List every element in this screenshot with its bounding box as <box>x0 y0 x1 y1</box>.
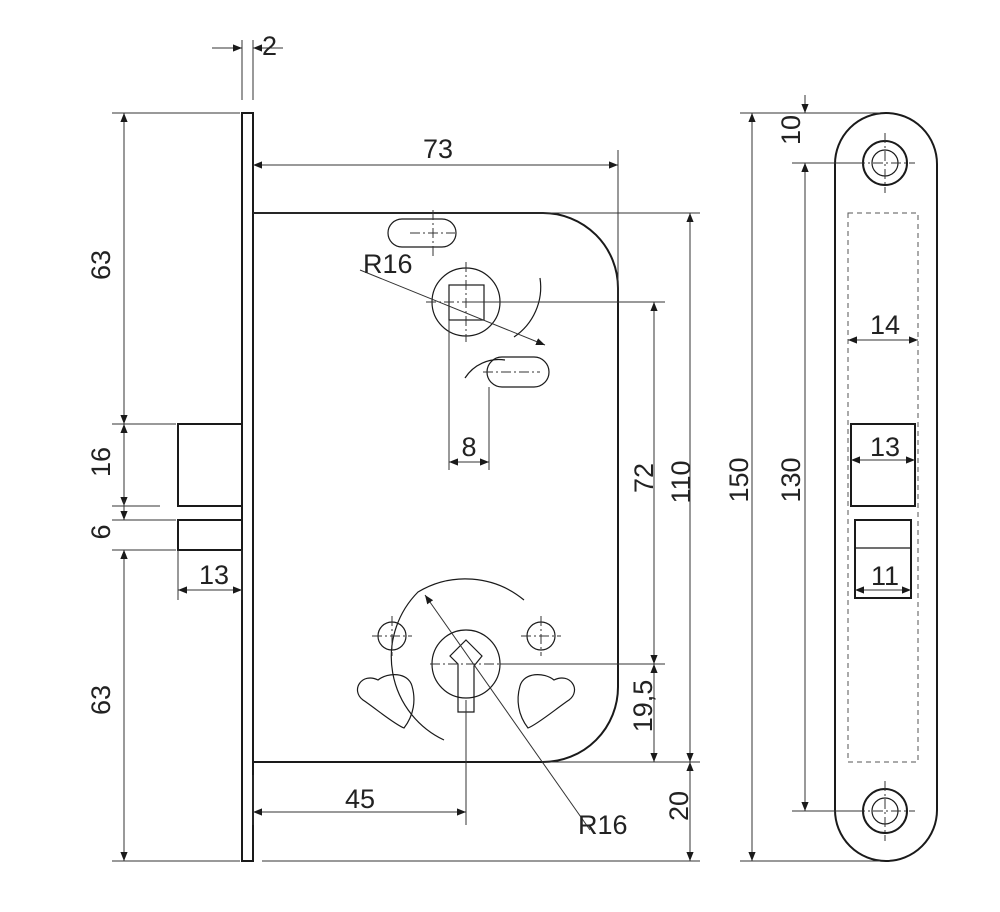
label-bottom-offset: 20 <box>664 791 694 821</box>
cutout-right <box>517 674 575 729</box>
label-cylinder-radius: R16 <box>578 810 628 840</box>
cylinder-rotation-arc <box>390 578 525 741</box>
faceplate-front-view <box>740 95 938 862</box>
leader-r16-top <box>359 269 546 346</box>
label-screw-spacing: 130 <box>776 457 806 502</box>
lock-body-view <box>112 40 700 862</box>
latch-slot-hidden <box>847 212 919 763</box>
spindle-rotation-arc <box>513 277 542 338</box>
label-screw-offset: 10 <box>776 115 806 145</box>
lock-case-outline <box>253 212 619 763</box>
upper-slot <box>387 218 457 248</box>
latch-bolt <box>177 423 243 507</box>
label-latch-slot-width: 14 <box>870 310 900 340</box>
label-deadbolt-width: 11 <box>871 561 899 591</box>
label-upper-height: 63 <box>86 250 116 280</box>
label-faceplate-length: 150 <box>724 457 754 502</box>
dead-bolt <box>177 519 243 551</box>
leader-r16-bottom <box>424 594 591 831</box>
label-latch-projection: 13 <box>199 560 229 590</box>
label-spindle-to-cylinder: 72 <box>629 463 659 493</box>
pin-arc <box>464 358 506 379</box>
faceplate-side <box>241 112 254 862</box>
bolt-opening <box>850 423 916 507</box>
label-cylinder-to-bottom: 19,5 <box>628 680 658 733</box>
deadbolt-opening <box>854 519 912 599</box>
faceplate-front <box>834 112 938 862</box>
label-bolt-width: 13 <box>870 432 900 462</box>
label-body-depth: 73 <box>423 134 453 164</box>
label-spindle-radius: R16 <box>363 249 413 279</box>
cutout-left <box>357 674 415 729</box>
label-latch-height: 16 <box>86 447 116 477</box>
label-spindle-square: 8 <box>461 432 476 462</box>
label-lower-height: 63 <box>86 685 116 715</box>
label-backset: 45 <box>345 784 375 814</box>
label-body-height: 110 <box>666 460 696 503</box>
label-gap: 6 <box>86 524 116 539</box>
label-faceplate-thickness: 2 <box>262 31 277 61</box>
